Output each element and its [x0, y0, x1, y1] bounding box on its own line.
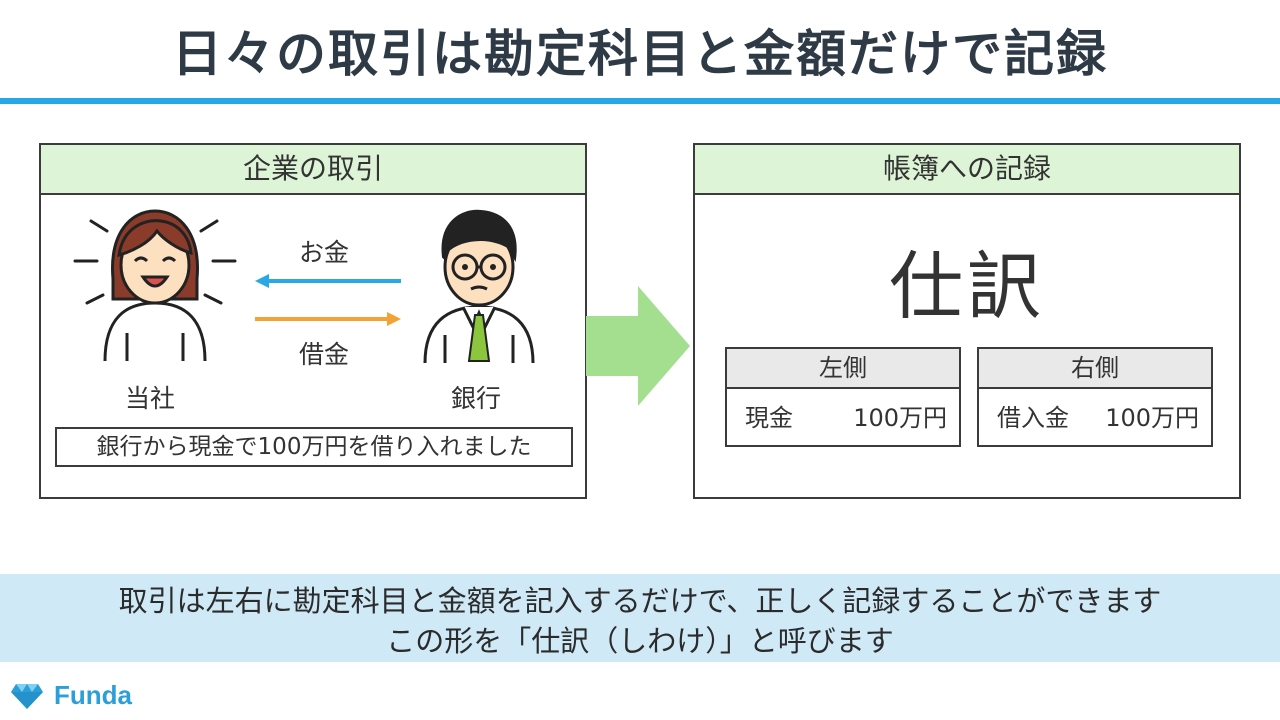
debit-side-header: 左側	[727, 349, 959, 389]
business-transaction-header: 企業の取引	[41, 145, 585, 195]
debit-side-box: 左側 現金 100万円	[725, 347, 961, 447]
ledger-record-panel: 帳簿への記録 仕訳 左側 現金 100万円 右側 借入金 100万円	[693, 143, 1241, 499]
credit-side-header: 右側	[979, 349, 1211, 389]
company-person-illustration	[73, 209, 237, 362]
explanation-line-1: 取引は左右に勘定科目と金額を記入するだけで、正しく記録することができます	[118, 584, 1162, 618]
journal-entry-term: 仕訳	[889, 244, 1045, 330]
money-flow-label: お金	[299, 238, 350, 267]
transaction-description: 銀行から現金で100万円を借り入れました	[55, 427, 573, 467]
debit-entry-row: 現金 100万円	[727, 389, 959, 447]
credit-entry-row: 借入金 100万円	[979, 389, 1211, 447]
bank-label: 銀行	[451, 384, 502, 413]
diamond-logo-icon	[11, 684, 43, 709]
title-underline	[0, 98, 1280, 104]
loan-flow-label: 借金	[299, 340, 350, 369]
explanation-band: 取引は左右に勘定科目と金額を記入するだけで、正しく記録することができます この形…	[0, 574, 1280, 662]
loan-flow-arrow	[255, 312, 401, 326]
credit-amount: 100万円	[1105, 404, 1199, 432]
money-flow-arrow	[255, 274, 401, 288]
explanation-line-2: この形を「仕訳（しわけ）」と呼びます	[386, 624, 894, 658]
ledger-record-header: 帳簿への記録	[695, 145, 1239, 195]
brand-name: Funda	[54, 680, 132, 710]
transition-arrow-icon	[586, 286, 690, 406]
business-transaction-panel: 企業の取引 当社 お金 借金	[39, 143, 587, 499]
debit-amount: 100万円	[853, 404, 947, 432]
page-title: 日々の取引は勘定科目と金額だけで記録	[172, 25, 1108, 83]
bank-person-illustration	[423, 209, 535, 364]
credit-account: 借入金	[997, 404, 1069, 432]
company-label: 当社	[125, 384, 176, 413]
credit-side-box: 右側 借入金 100万円	[977, 347, 1213, 447]
debit-account: 現金	[745, 404, 793, 432]
